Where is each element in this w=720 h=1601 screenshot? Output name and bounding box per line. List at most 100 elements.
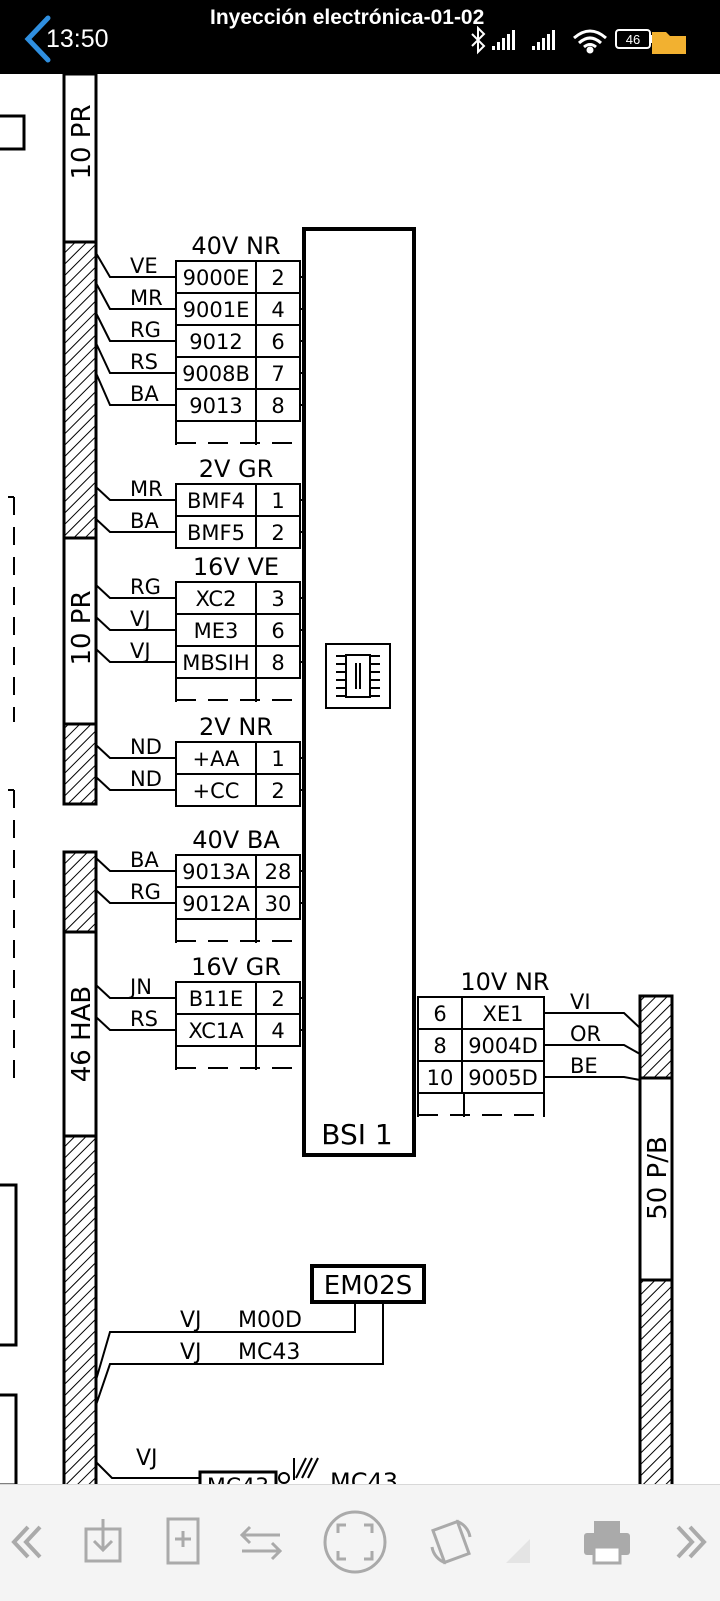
pin-number: 7 [271, 362, 284, 386]
signal-icon [532, 30, 555, 50]
add-bookmark-icon[interactable] [150, 1507, 216, 1577]
pin-code: B11E [189, 987, 243, 1011]
wire-line [95, 744, 176, 759]
wire-line [95, 584, 176, 599]
pin-code: ME3 [194, 619, 239, 643]
wifi-icon [573, 29, 607, 54]
share-icon[interactable] [496, 1507, 562, 1577]
wire-line [95, 518, 176, 533]
wire-color-label: VJ [130, 639, 151, 663]
pin-number: 2 [271, 521, 284, 545]
download-icon[interactable] [70, 1507, 136, 1577]
clock: 13:50 [46, 25, 109, 53]
connector-header: 2V GR [199, 455, 274, 483]
pin-number: 8 [271, 394, 284, 418]
connector-pin-row: 9012A 30 RG [95, 880, 304, 920]
swap-icon[interactable] [228, 1507, 294, 1577]
pin-number: 8 [433, 1034, 446, 1058]
pin-code: 9012 [189, 330, 242, 354]
back-arrow-icon[interactable] [22, 14, 52, 64]
connector-pin-row: 9013 8 BA [95, 372, 304, 422]
battery-icon: 46 [615, 29, 653, 49]
svg-text:46: 46 [626, 32, 640, 47]
print-icon[interactable] [574, 1507, 640, 1577]
pin-code: 9008B [182, 362, 250, 386]
pin-number: 2 [271, 779, 284, 803]
pin-number: 2 [271, 987, 284, 1011]
wire-color-label: ND [130, 735, 162, 759]
harness-label: 10 PR [67, 104, 97, 179]
wire-color-label: RG [130, 880, 161, 904]
pin-number: 28 [265, 860, 292, 884]
wire-color-label: BE [570, 1054, 598, 1078]
pin-number: 1 [271, 489, 284, 513]
pin-code: XC2 [196, 587, 237, 611]
pin-code: +AA [193, 747, 241, 771]
document-title: Inyección electrónica-01-02 [210, 6, 485, 29]
wire-color-label: OR [570, 1022, 601, 1046]
signal-icon [492, 30, 515, 50]
prev-page-icon[interactable] [0, 1507, 58, 1577]
wire-color-label: BA [130, 848, 159, 872]
wire-color-label: RG [130, 575, 161, 599]
pin-number: 30 [265, 892, 292, 916]
pin-code: 9004D [468, 1034, 538, 1058]
fullscreen-icon[interactable] [322, 1507, 388, 1577]
pin-code: XC1A [188, 1019, 244, 1043]
pin-code: BMF4 [187, 489, 245, 513]
wire-code-label: M00D [238, 1308, 302, 1333]
wire-color-label: VJ [136, 1446, 158, 1471]
wire-line [95, 984, 176, 999]
pin-code: 9013 [189, 394, 242, 418]
pin-code: 9005D [468, 1066, 538, 1090]
connector-header: 10V NR [460, 968, 549, 996]
harness-label: 10 PR [67, 590, 97, 665]
connector-header: 40V BA [192, 826, 280, 854]
connector-pin-row: XC1A 4 RS [95, 1007, 304, 1047]
wire-code-label: MC43 [238, 1340, 300, 1365]
wire-color-label: MR [130, 286, 163, 310]
wire-line [95, 889, 176, 904]
pin-code: 9012A [182, 892, 250, 916]
bottom-toolbar [0, 1484, 720, 1601]
connector-header: 16V VE [193, 553, 279, 581]
wire-color-label: JN [128, 975, 152, 999]
wire-color-label: ND [130, 767, 162, 791]
connector-header: 40V NR [191, 232, 280, 260]
wire-line [95, 312, 176, 342]
module-name: BSI 1 [321, 1118, 392, 1151]
pin-code: 9001E [183, 298, 250, 322]
next-page-icon[interactable] [660, 1507, 720, 1577]
harness-label: 50 P/B [643, 1136, 673, 1220]
status-bar: 13:50 Inyección electrónica-01-02 46 [0, 0, 720, 74]
connector-pin-row: MBSIH 8 VJ [95, 639, 304, 679]
wire-color-label: RS [130, 1007, 158, 1031]
pin-code: MBSIH [182, 651, 249, 675]
wire-line [544, 1044, 641, 1055]
pin-number: 6 [433, 1002, 446, 1026]
bluetooth-icon [471, 25, 486, 55]
wire-line [95, 486, 176, 501]
wire-color-label: VJ [130, 607, 151, 631]
wire-color-label: VE [130, 254, 158, 278]
wire-color-label: BA [130, 382, 159, 406]
pin-number: 2 [271, 266, 284, 290]
pin-number: 8 [271, 651, 284, 675]
wire-line [95, 776, 176, 791]
chip-icon [325, 643, 391, 709]
pin-number: 10 [427, 1066, 454, 1090]
pin-number: 4 [271, 1019, 284, 1043]
wire-color-label: RS [130, 350, 158, 374]
wire-line [95, 252, 176, 278]
rotate-icon[interactable] [418, 1507, 484, 1577]
component-box-label: EM02S [324, 1271, 412, 1301]
